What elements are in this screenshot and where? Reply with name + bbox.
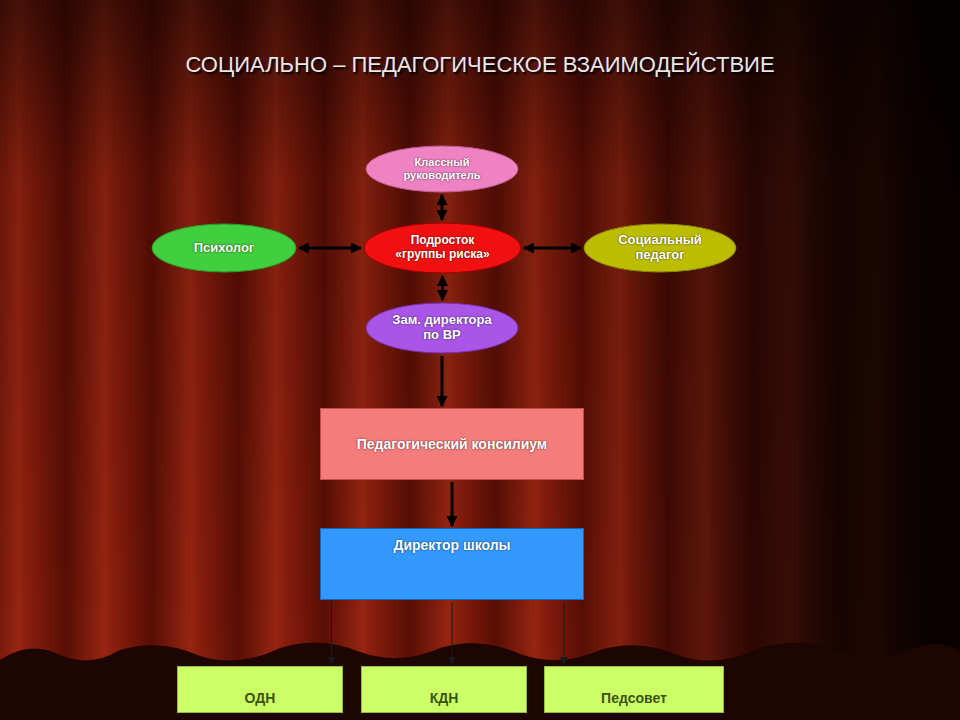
slide-title: СОЦИАЛЬНО – ПЕДАГОГИЧЕСКОЕ ВЗАИМОДЕЙСТВИ… — [40, 52, 920, 78]
node-label: Социальный педагог — [605, 233, 716, 263]
connector-arrow — [564, 602, 565, 664]
agency-box: КДН — [361, 666, 527, 713]
connector-arrow — [299, 247, 361, 250]
role-ellipse: Психолог — [151, 223, 297, 273]
role-ellipse: Классный руководитель — [365, 145, 519, 193]
node-label: Педсовет — [601, 690, 667, 706]
node-label: КДН — [430, 690, 459, 706]
node-label: Педагогический консилиум — [357, 436, 547, 452]
connector-arrow — [331, 602, 332, 664]
connector-arrow — [524, 247, 581, 250]
role-ellipse: Зам. директора по ВР — [365, 302, 519, 354]
connector-arrow — [441, 276, 444, 300]
connector-arrow — [441, 356, 444, 406]
connector-arrow — [441, 195, 444, 220]
ellipse-fill — [366, 303, 518, 353]
agency-box: ОДН — [177, 666, 343, 713]
node-label: Психолог — [194, 241, 255, 256]
node-label: ОДН — [245, 690, 276, 706]
ellipse-fill — [584, 224, 736, 272]
node-label: Подросток «группы риска» — [386, 234, 500, 262]
ellipse-fill — [152, 224, 296, 272]
connector-arrow — [452, 602, 453, 664]
node-label: Зам. директора по ВР — [387, 313, 498, 343]
agency-box: Педсовет — [544, 666, 724, 713]
process-box: Педагогический консилиум — [320, 408, 584, 480]
node-label: Классный руководитель — [387, 156, 498, 181]
role-ellipse: Социальный педагог — [583, 223, 737, 273]
process-box: Директор школы — [320, 528, 584, 600]
ellipse-fill — [364, 223, 521, 273]
ellipse-fill — [366, 146, 518, 192]
node-label: Директор школы — [393, 537, 510, 553]
center-ellipse: Подросток «группы риска» — [363, 222, 522, 274]
connector-arrow — [451, 482, 454, 526]
